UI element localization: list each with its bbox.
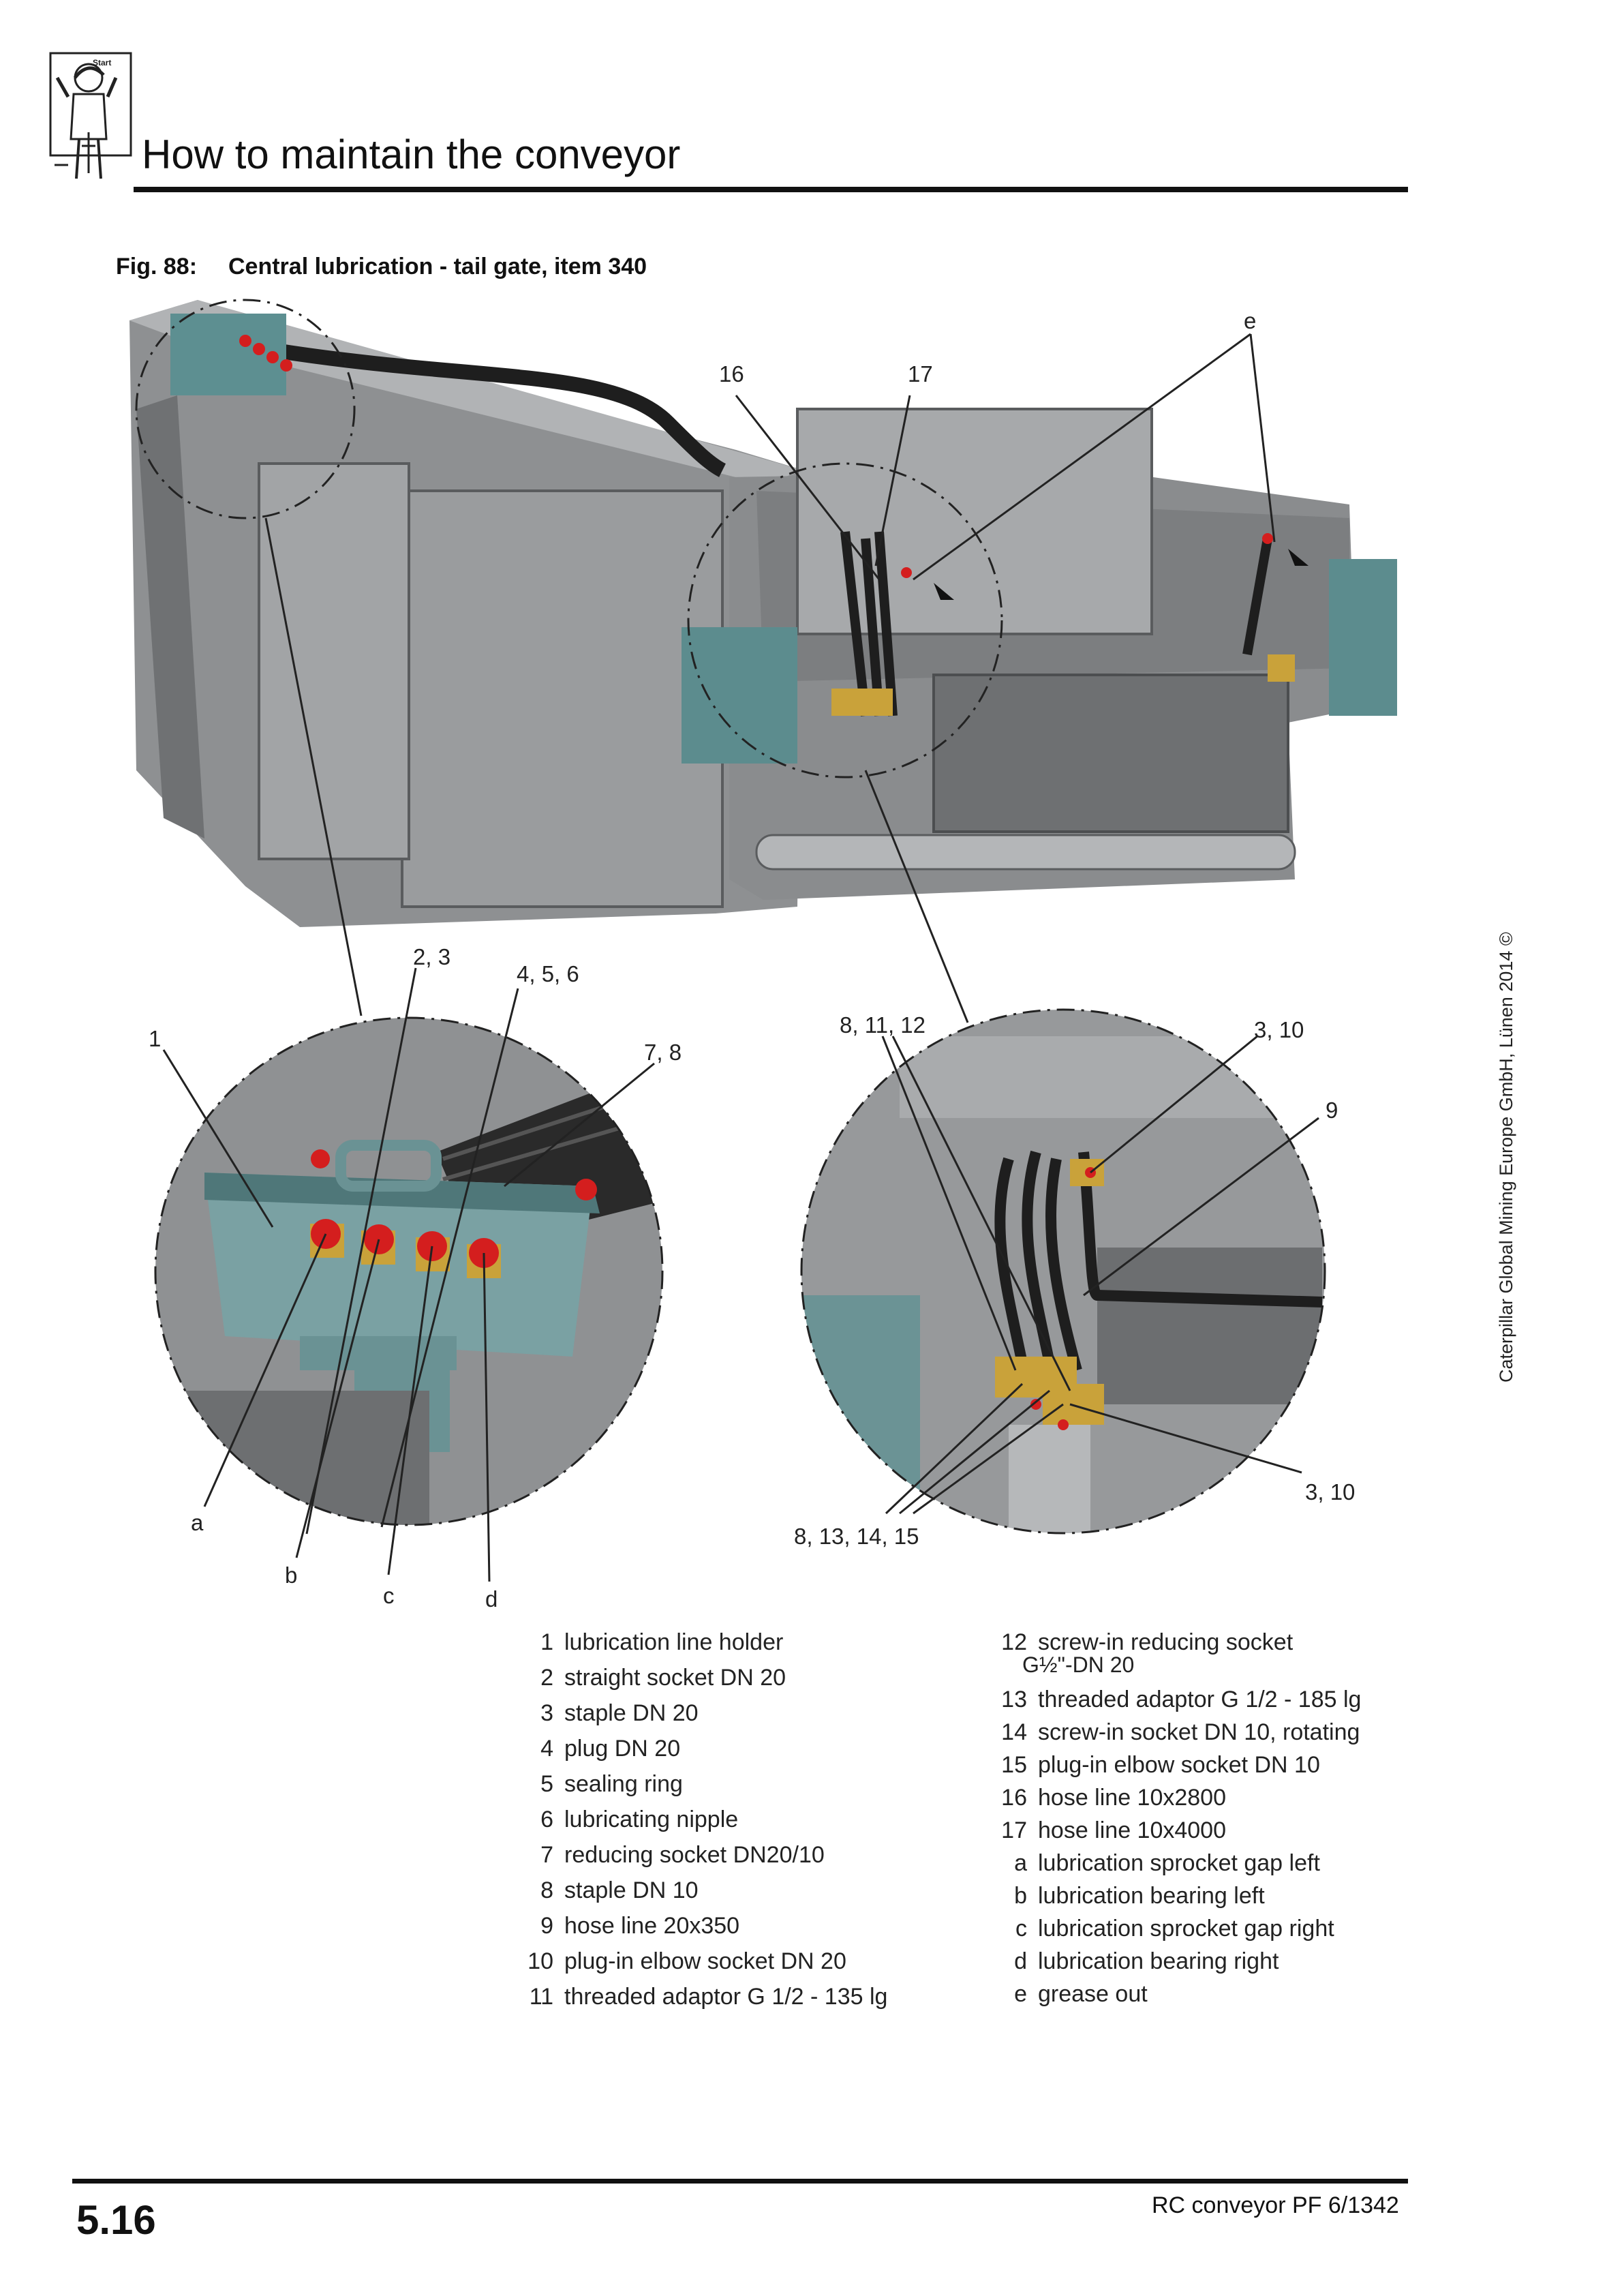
legend-key: 3 — [540, 1700, 553, 1726]
legend-key: 2 — [540, 1665, 553, 1691]
legend-item: 11 threaded adaptor G 1/2 - 135 lg — [518, 1984, 888, 2010]
legend-key: 7 — [540, 1842, 553, 1868]
legend-text: screw-in socket DN 10, rotating — [1038, 1719, 1360, 1745]
legend-text: hose line 10x2800 — [1038, 1785, 1227, 1811]
legend-text: lubrication sprocket gap left — [1038, 1850, 1320, 1876]
legend-text: plug DN 20 — [564, 1736, 681, 1762]
legend-key: 10 — [527, 1948, 553, 1974]
legend-text: lubrication sprocket gap right — [1038, 1916, 1334, 1942]
start-logo-icon: Start — [49, 52, 132, 179]
legend-text: plug-in elbow socket DN 20 — [564, 1948, 846, 1974]
legend-item: 9 hose line 20x350 — [518, 1913, 739, 1939]
legend-item: 4 plug DN 20 — [518, 1736, 680, 1762]
legend-text: grease out — [1038, 1981, 1148, 2007]
callout-2-3: 2, 3 — [413, 944, 451, 969]
legend-item: 3 staple DN 20 — [518, 1700, 699, 1727]
conveyor-tail-gate-figure — [129, 299, 1397, 1582]
legend-key: 16 — [1001, 1785, 1027, 1811]
legend-item-continuation: G½"-DN 20 — [1022, 1652, 1135, 1677]
figure-title: Central lubrication - tail gate, item 34… — [228, 254, 647, 280]
legend-key: a — [1014, 1850, 1027, 1876]
callout-c: c — [383, 1583, 395, 1608]
callout-8-11-12: 8, 11, 12 — [840, 1012, 925, 1038]
legend-text: staple DN 20 — [564, 1700, 699, 1726]
callout-a: a — [191, 1510, 204, 1535]
leader-lines — [162, 333, 1319, 1582]
callout-d: d — [485, 1586, 498, 1612]
callout-4-5-6: 4, 5, 6 — [517, 961, 579, 986]
header-rule — [134, 187, 1408, 192]
callout-3-10-bottom: 3, 10 — [1305, 1479, 1356, 1505]
document-title: RC conveyor PF 6/1342 — [1152, 2192, 1399, 2218]
legend-item: a lubrication sprocket gap left — [992, 1850, 1320, 1877]
legend-item: 2 straight socket DN 20 — [518, 1665, 786, 1691]
legend-key: b — [1014, 1883, 1027, 1909]
legend-item: 1 lubrication line holder — [518, 1629, 783, 1656]
legend-text: staple DN 10 — [564, 1877, 699, 1903]
legend-key: 4 — [540, 1736, 553, 1762]
legend-item: 17 hose line 10x4000 — [992, 1817, 1226, 1844]
legend-text: lubricating nipple — [564, 1807, 739, 1832]
legend-key: 14 — [1001, 1719, 1027, 1745]
legend-text: reducing socket DN20/10 — [564, 1842, 825, 1868]
legend-item: 16 hose line 10x2800 — [992, 1785, 1226, 1811]
legend-text: lubrication bearing right — [1038, 1948, 1279, 1974]
legend-text: threaded adaptor G 1/2 - 185 lg — [1038, 1687, 1362, 1712]
legend-item: 13 threaded adaptor G 1/2 - 185 lg — [992, 1687, 1361, 1713]
legend-item: 5 sealing ring — [518, 1771, 683, 1798]
legend-key: c — [1015, 1916, 1027, 1942]
legend-item: 12 screw-in reducing socket — [992, 1629, 1293, 1656]
footer-rule — [72, 2179, 1408, 2184]
legend-item: b lubrication bearing left — [992, 1883, 1265, 1909]
legend-text: sealing ring — [564, 1771, 683, 1797]
legend-key: 1 — [540, 1629, 553, 1655]
legend-key: 15 — [1001, 1752, 1027, 1778]
legend-text: screw-in reducing socket — [1038, 1629, 1294, 1655]
legend-item: 15 plug-in elbow socket DN 10 — [992, 1752, 1320, 1779]
copyright-notice: Caterpillar Global Mining Europe GmbH, L… — [1496, 932, 1516, 1383]
legend-key: 9 — [540, 1913, 553, 1939]
legend-item: d lubrication bearing right — [992, 1948, 1279, 1975]
legend-key: 8 — [540, 1877, 553, 1903]
legend-item: 8 staple DN 10 — [518, 1877, 699, 1904]
callout-e: e — [1244, 308, 1257, 333]
legend-item: 10 plug-in elbow socket DN 20 — [518, 1948, 846, 1975]
legend-text: hose line 20x350 — [564, 1913, 740, 1939]
legend-key: 5 — [540, 1771, 553, 1797]
callout-7-8: 7, 8 — [644, 1040, 682, 1065]
detail-view-left — [155, 1018, 662, 1525]
callout-b: b — [285, 1562, 298, 1588]
arrowheads — [934, 549, 1309, 600]
legend-key: 11 — [529, 1984, 553, 2010]
tail-gate-drawing — [129, 300, 1397, 927]
legend-item: 6 lubricating nipple — [518, 1807, 738, 1833]
page-title: How to maintain the conveyor — [142, 132, 681, 177]
legend-key: e — [1014, 1981, 1027, 2007]
legend-key: d — [1014, 1948, 1027, 1974]
callout-9: 9 — [1326, 1098, 1338, 1123]
legend-item: c lubrication sprocket gap right — [992, 1916, 1334, 1942]
page-number: 5.16 — [76, 2197, 156, 2243]
legend-key: 13 — [1001, 1687, 1027, 1712]
callout-1: 1 — [149, 1026, 162, 1051]
legend-text: lubrication bearing left — [1038, 1883, 1265, 1909]
legend-item: e grease out — [992, 1981, 1148, 2008]
legend-item: 14 screw-in socket DN 10, rotating — [992, 1719, 1360, 1746]
legend-text: plug-in elbow socket DN 10 — [1038, 1752, 1320, 1778]
legend-key: 17 — [1001, 1817, 1027, 1843]
legend-key: 12 — [1001, 1629, 1027, 1655]
callout-8-13-14-15: 8, 13, 14, 15 — [794, 1524, 919, 1549]
callout-3-10-top: 3, 10 — [1254, 1017, 1304, 1042]
figure-caption: Fig. 88: Central lubrication - tail gate,… — [116, 254, 647, 280]
legend-text: hose line 10x4000 — [1038, 1817, 1227, 1843]
svg-text:Start: Start — [93, 58, 111, 67]
legend-item: 7 reducing socket DN20/10 — [518, 1842, 825, 1869]
legend-text: lubrication line holder — [564, 1629, 784, 1655]
legend-text: straight socket DN 20 — [564, 1665, 786, 1691]
legend-text: threaded adaptor G 1/2 - 135 lg — [564, 1984, 888, 2010]
figure-number: Fig. 88: — [116, 254, 198, 280]
callout-16: 16 — [719, 361, 744, 387]
legend-key: 6 — [540, 1807, 553, 1832]
callout-17: 17 — [908, 361, 933, 387]
